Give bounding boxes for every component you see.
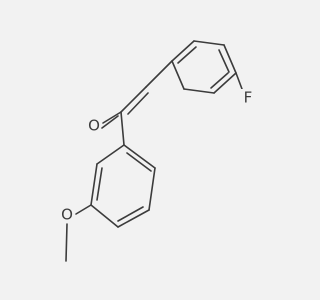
fluorine-label-mask [240, 89, 254, 106]
aromatic-inner-bond [96, 167, 103, 201]
ring-bond [183, 88, 215, 94]
molecule-canvas: F O O [59, 40, 254, 262]
aromatic-inner-bond [117, 206, 144, 222]
ring-bond [171, 60, 185, 90]
ring-bond [123, 144, 156, 169]
aromatic-inner-bond [210, 72, 229, 89]
aromatic-inner-bond [177, 46, 197, 64]
vinyl-double-bond-1 [120, 86, 147, 113]
ring-bond [193, 40, 225, 46]
c-f-bond [235, 72, 243, 90]
carbonyl-oxygen-label: O [88, 117, 100, 135]
carbonyl-oxygen-label-mask [86, 117, 101, 134]
ether-oxygen-label-mask [59, 207, 74, 224]
ring-bond [96, 144, 125, 165]
ring-to-ether-oxygen-bond [75, 204, 92, 215]
aromatic-inner-bond [126, 152, 152, 172]
ring-bond [148, 167, 156, 211]
ring-bond [117, 209, 150, 228]
ring-bond [223, 44, 237, 74]
molecule-structure: F O O [59, 40, 254, 262]
carbonyl-to-ring-bond [120, 111, 125, 146]
carbonyl-bond-1 [102, 111, 122, 124]
ring-bond [171, 40, 195, 62]
methoxyphenyl-ring [90, 144, 156, 228]
aromatic-inner-bond [218, 49, 230, 73]
vinyl-double-bond-2 [127, 92, 149, 115]
ring-bond [90, 163, 98, 206]
fluorophenyl-ring [171, 40, 237, 94]
ether-oxygen-label: O [61, 206, 73, 224]
fluorine-label: F [244, 89, 253, 107]
carbonyl-bond-2 [101, 115, 119, 129]
methyl-bond [65, 223, 68, 262]
ring-bond [213, 72, 237, 94]
ring-to-vinyl-bond [145, 60, 173, 88]
ring-bond [90, 204, 119, 228]
